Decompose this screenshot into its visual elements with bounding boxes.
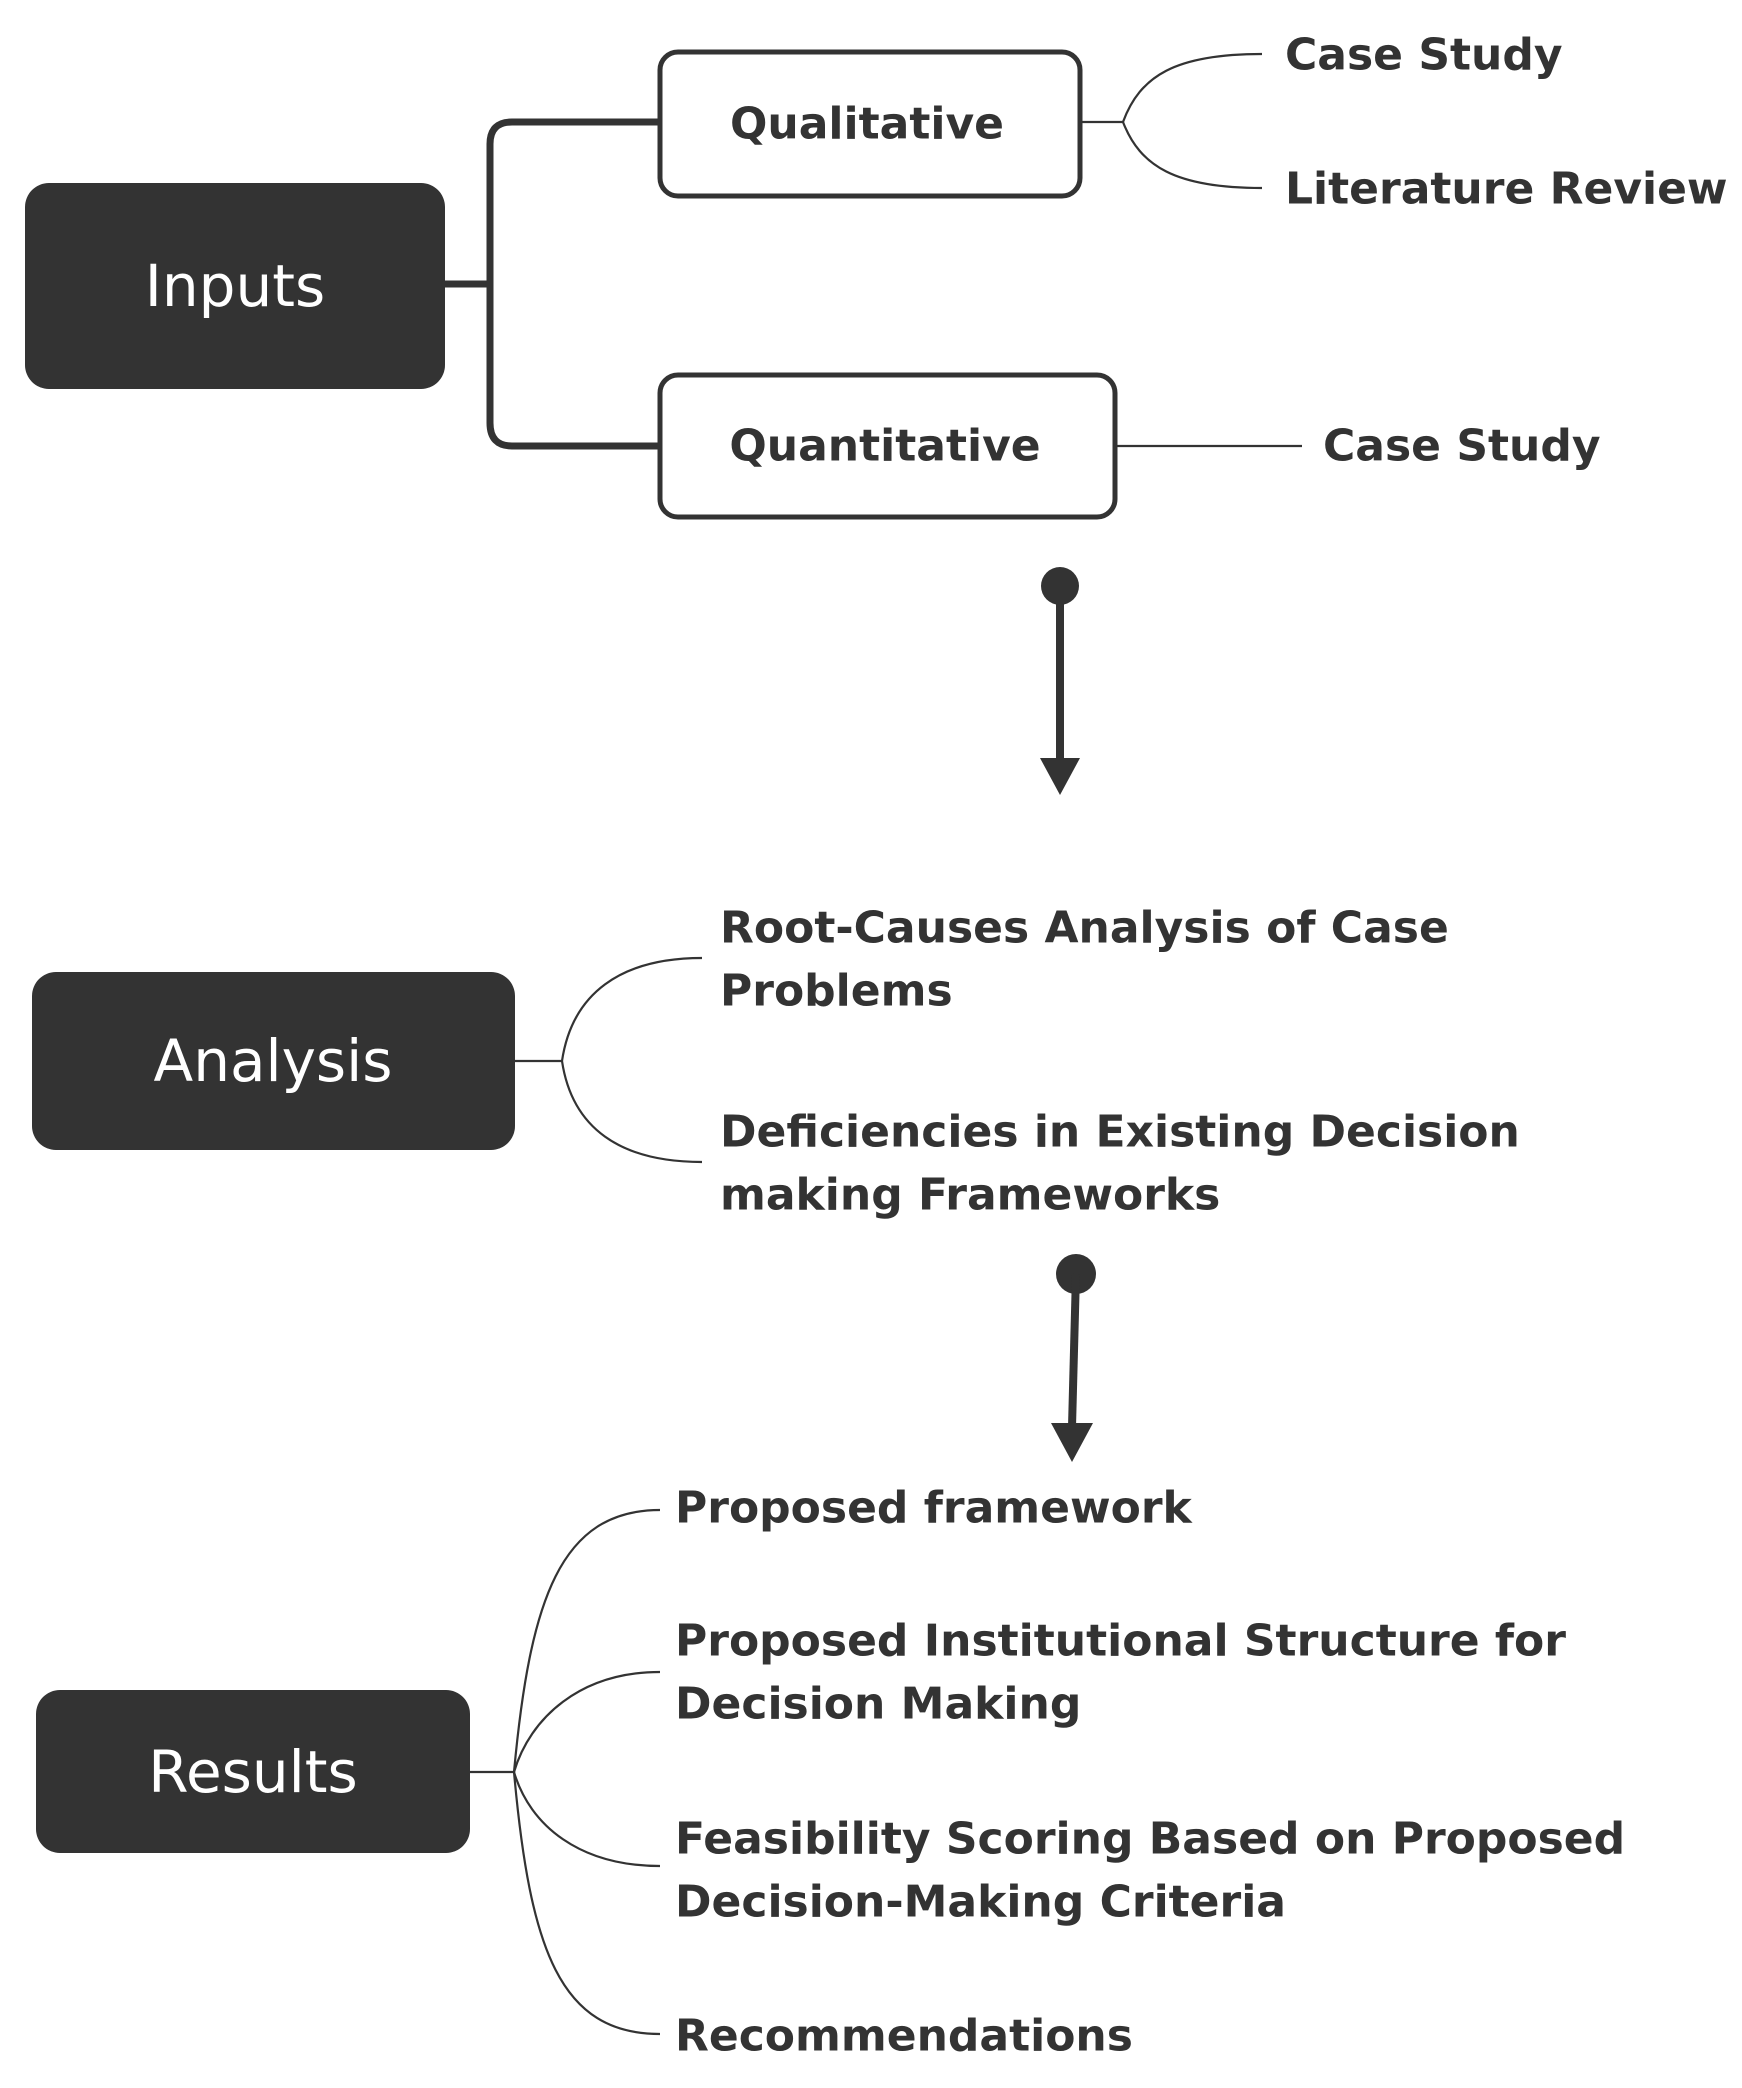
results-item-feasibility-scoring-line1: Feasibility Scoring Based on Proposed <box>675 1814 1625 1865</box>
quantitative-item-case-study: Case Study <box>1323 421 1601 472</box>
results-branch-1 <box>512 1508 661 1773</box>
arrowhead-icon <box>1051 1423 1093 1462</box>
results-item-feasibility-scoring-line2: Decision-Making Criteria <box>675 1877 1286 1928</box>
analysis-item-root-causes-line1: Root-Causes Analysis of Case <box>720 903 1449 954</box>
results-item-recommendations: Recommendations <box>675 2011 1133 2062</box>
flow-arrow-analysis-to-results <box>1051 1254 1096 1462</box>
analysis-item-deficiencies-line2: making Frameworks <box>720 1170 1220 1221</box>
results-item-institutional-structure-line2: Decision Making <box>675 1679 1081 1730</box>
analysis-item-deficiencies-line1: Deficiencies in Existing Decision <box>720 1107 1520 1158</box>
results-item-institutional-structure-line1: Proposed Institutional Structure for <box>675 1616 1566 1667</box>
quantitative-label: Quantitative <box>729 421 1040 472</box>
results-node <box>36 1690 470 1853</box>
inputs-bracket-connector <box>441 118 664 450</box>
qualitative-item-case-study: Case Study <box>1285 30 1563 81</box>
qualitative-item-literature-review: Literature Review <box>1285 164 1728 215</box>
analysis-node <box>32 972 515 1150</box>
analysis-section: Analysis Root-Causes Analysis of Case Pr… <box>32 903 1520 1221</box>
arrowhead-icon <box>1040 758 1080 795</box>
results-label: Results <box>148 1738 357 1806</box>
flow-arrow-inputs-to-analysis <box>1040 567 1080 795</box>
results-branch-2 <box>512 1670 661 1773</box>
inputs-node <box>25 183 445 389</box>
qualitative-node <box>657 49 1083 199</box>
qualitative-branch-upper <box>1121 52 1263 123</box>
results-section: Results Proposed framework Proposed Inst… <box>36 1483 1625 2062</box>
qualitative-branch-lower <box>1121 121 1263 190</box>
quantitative-node <box>657 372 1118 520</box>
results-item-proposed-framework: Proposed framework <box>675 1483 1194 1534</box>
results-branch-4 <box>512 1771 661 2036</box>
analysis-branch-lower <box>560 1060 703 1164</box>
inputs-section: Inputs Qualitative Case Study Literature… <box>25 30 1728 520</box>
results-branch-3 <box>512 1771 661 1868</box>
analysis-item-root-causes-line2: Problems <box>720 966 953 1017</box>
qualitative-label: Qualitative <box>730 99 1004 150</box>
arrow-shaft <box>1068 1273 1080 1428</box>
inputs-label: Inputs <box>145 252 325 320</box>
analysis-label: Analysis <box>154 1027 393 1095</box>
analysis-branch-upper <box>560 956 703 1062</box>
